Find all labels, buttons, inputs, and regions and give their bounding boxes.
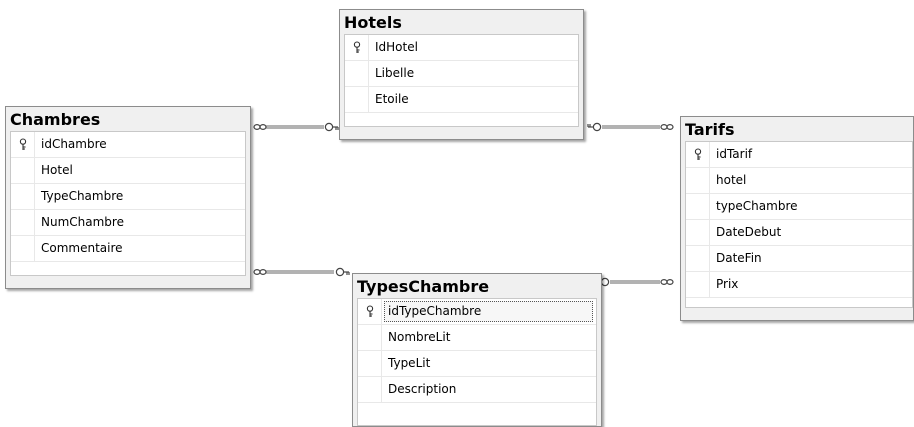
table-title: Chambres [10, 110, 101, 129]
column-name: Prix [716, 277, 739, 291]
primary-key-icon [18, 138, 28, 151]
column-name: Description [388, 382, 457, 396]
column-name: IdHotel [375, 40, 418, 54]
column-name: Etoile [375, 92, 409, 106]
column-row[interactable]: Prix [686, 272, 912, 298]
primary-key-icon [365, 305, 375, 318]
column-row[interactable]: NombreLit [358, 325, 596, 351]
column-name: Commentaire [41, 241, 123, 255]
row-selector[interactable] [686, 272, 710, 297]
column-name: NombreLit [388, 330, 451, 344]
row-selector[interactable] [358, 299, 382, 324]
row-selector[interactable] [686, 142, 710, 167]
row-selector[interactable] [11, 184, 35, 209]
column-row[interactable]: TypeChambre [11, 184, 245, 210]
row-selector[interactable] [358, 377, 382, 402]
column-name: DateDebut [716, 225, 782, 239]
column-row[interactable]: DateDebut [686, 220, 912, 246]
row-selector[interactable] [11, 158, 35, 183]
column-name: DateFin [716, 251, 762, 265]
relationship-tarifs-typeschambre[interactable] [595, 277, 674, 287]
row-selector[interactable] [686, 168, 710, 193]
column-row[interactable]: Commentaire [11, 236, 245, 262]
column-name: Libelle [375, 66, 415, 80]
relationship-tarifs-hotels[interactable] [587, 122, 674, 132]
column-name: hotel [716, 173, 747, 187]
row-selector[interactable] [11, 210, 35, 235]
column-row[interactable]: idTypeChambre [358, 299, 596, 325]
relationship-chambres-typeschambre[interactable] [253, 267, 350, 277]
table-title: Hotels [344, 13, 402, 32]
column-row[interactable]: idTarif [686, 142, 912, 168]
column-row[interactable]: Libelle [345, 61, 578, 87]
column-row[interactable]: idChambre [11, 132, 245, 158]
column-name: typeChambre [716, 199, 798, 213]
column-row[interactable]: typeChambre [686, 194, 912, 220]
table-title: TypesChambre [357, 277, 490, 296]
column-name: idChambre [41, 137, 107, 151]
row-selector[interactable] [11, 132, 35, 157]
column-row[interactable]: TypeLit [358, 351, 596, 377]
row-selector[interactable] [686, 194, 710, 219]
focus-outline [384, 301, 593, 322]
column-name: TypeChambre [41, 189, 124, 203]
column-row[interactable]: Hotel [11, 158, 245, 184]
column-row[interactable]: Description [358, 377, 596, 403]
row-selector[interactable] [345, 61, 369, 86]
column-row[interactable]: DateFin [686, 246, 912, 272]
row-selector[interactable] [686, 246, 710, 271]
column-name: NumChambre [41, 215, 124, 229]
primary-key-icon [693, 148, 703, 161]
row-selector[interactable] [345, 35, 369, 60]
column-name: idTypeChambre [388, 304, 482, 318]
row-selector[interactable] [11, 236, 35, 261]
column-name: Hotel [41, 163, 73, 177]
row-selector[interactable] [358, 325, 382, 350]
table-title: Tarifs [685, 120, 735, 139]
column-name: idTarif [716, 147, 753, 161]
primary-key-icon [352, 41, 362, 54]
column-row[interactable]: Etoile [345, 87, 578, 113]
column-name: TypeLit [388, 356, 431, 370]
column-row[interactable]: IdHotel [345, 35, 578, 61]
column-row[interactable]: NumChambre [11, 210, 245, 236]
row-selector[interactable] [358, 351, 382, 376]
column-row[interactable]: hotel [686, 168, 912, 194]
row-selector[interactable] [345, 87, 369, 112]
row-selector[interactable] [686, 220, 710, 245]
relationship-chambres-hotels[interactable] [253, 122, 339, 132]
